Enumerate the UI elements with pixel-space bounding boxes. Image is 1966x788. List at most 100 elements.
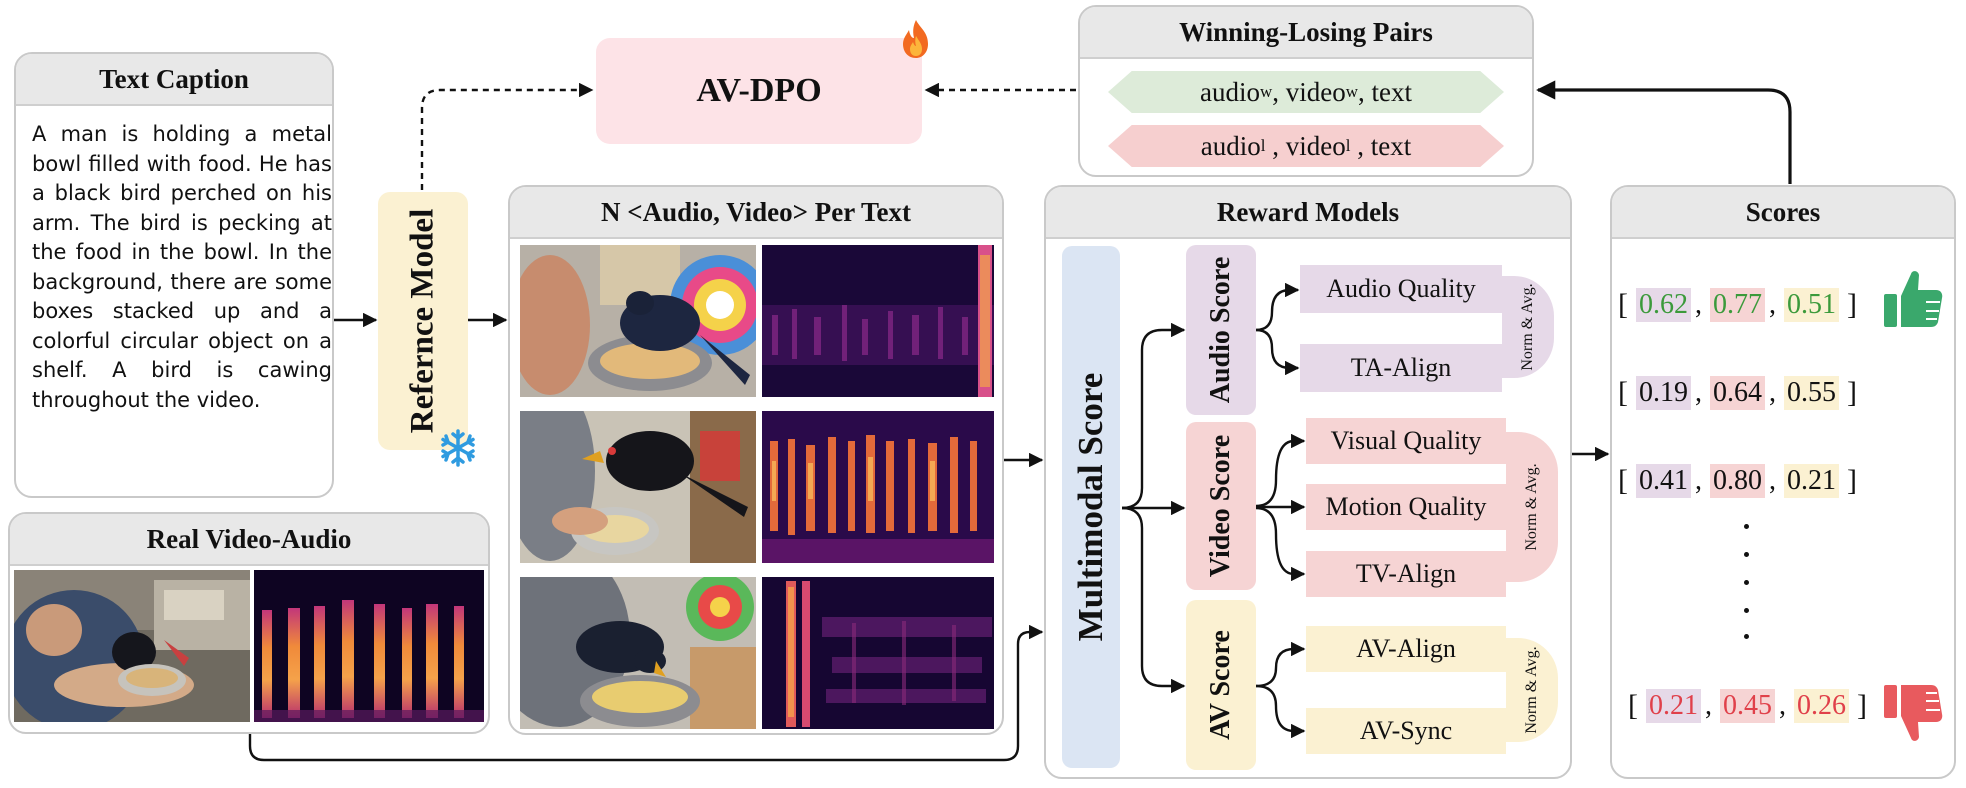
generated-video-frame-1 [520,245,756,397]
text-caption-title: Text Caption [16,54,332,106]
score-video: 0.45 [1720,689,1775,723]
samples-panel: N <Audio, Video> Per Text [508,185,1004,735]
winning-video: video [1285,76,1346,107]
separator: , [1705,690,1712,721]
arrow-mm-to-av [1121,506,1186,694]
losing-video: video [1285,130,1346,161]
open-bracket: [ [1628,689,1638,722]
metric-ta-align: TA-Align [1300,344,1502,392]
pairs-title: Winning-Losing Pairs [1080,7,1532,59]
separator: , [1769,289,1776,320]
reward-models-title: Reward Models [1046,187,1570,239]
score-av: 0.51 [1784,288,1839,322]
close-bracket: ] [1847,464,1857,497]
score-av: 0.21 [1784,464,1839,498]
arrow-av-to-align [1255,641,1306,688]
reference-model-box: Refernce Model [378,192,468,450]
metric-audio-quality: Audio Quality [1300,265,1502,313]
real-video-frame [14,570,250,722]
generated-video-frame-2 [520,411,756,563]
caption-body: A man is holding a metal bowl filled wit… [32,122,332,412]
close-bracket: ] [1847,376,1857,409]
video-norm-bracket: Norm & Avg. [1506,432,1558,582]
score-av: 0.26 [1794,689,1849,723]
losing-audio: audio [1200,130,1261,161]
metric-motion-quality: Motion Quality [1306,484,1506,530]
arrow-av-to-sync [1255,684,1306,739]
open-bracket: [ [1618,376,1628,409]
separator: , [1695,465,1702,496]
score-video: 0.64 [1710,376,1765,410]
score-row-1: [ 0.62 , 0.77 , 0.51 ] [1618,285,1857,325]
separator: , [1695,377,1702,408]
arrow-scores-to-pairs [1536,80,1792,184]
ellipsis-dot [1744,580,1749,585]
close-bracket: ] [1847,288,1857,321]
av-norm-bracket: Norm & Avg. [1506,638,1558,742]
score-audio: 0.19 [1636,376,1691,410]
winning-text: text [1371,76,1413,107]
generated-spectrogram-2 [762,411,994,563]
audio-score-box: Audio Score [1186,245,1256,415]
losing-video-sup: l [1345,136,1351,155]
score-video: 0.80 [1710,464,1765,498]
snowflake-icon [438,428,478,468]
score-av: 0.55 [1784,376,1839,410]
metric-tv-align: TV-Align [1306,551,1506,597]
separator: , [1695,289,1702,320]
separator: , [1769,465,1776,496]
arrow-audio-to-ta [1255,328,1300,376]
multimodal-score-box: Multimodal Score [1062,246,1120,768]
text-caption-panel: Text Caption A man is holding a metal bo… [14,52,334,498]
video-score-box: Video Score [1186,422,1256,590]
audio-norm-bracket: Norm & Avg. [1502,276,1554,378]
arrow-real-to-reward [248,624,1044,762]
close-bracket: ] [1857,689,1867,722]
generated-video-frame-3 [520,577,756,729]
generated-spectrogram-1 [762,245,994,397]
metric-visual-quality: Visual Quality [1306,418,1506,464]
av-score-box: AV Score [1186,600,1256,770]
winning-video-sup: w [1345,82,1359,101]
score-row-n: [ 0.21 , 0.45 , 0.26 ] [1628,686,1867,726]
arrow-audio-to-quality [1255,282,1300,332]
av-dpo-box: AV-DPO [596,38,922,144]
open-bracket: [ [1618,288,1628,321]
fire-icon [898,18,934,60]
ellipsis-dot [1744,552,1749,557]
score-audio: 0.41 [1636,464,1691,498]
real-video-audio-title: Real Video-Audio [10,514,488,566]
score-video: 0.77 [1710,288,1765,322]
winning-audio: audio [1199,76,1260,107]
ellipsis-dot [1744,524,1749,529]
separator: , [1779,690,1786,721]
thumbs-down-icon [1882,682,1944,746]
ellipsis-dot [1744,608,1749,613]
thumbs-up-icon [1882,266,1944,330]
ellipsis-dot [1744,634,1749,639]
arrow-video-to-tv [1255,506,1306,582]
scores-title: Scores [1612,187,1954,239]
losing-audio-sup: l [1260,136,1266,155]
metric-av-align: AV-Align [1306,626,1506,672]
score-row-3: [ 0.41 , 0.80 , 0.21 ] [1618,461,1857,501]
av-dpo-label: AV-DPO [696,72,822,109]
metric-av-sync: AV-Sync [1306,708,1506,754]
real-audio-spectrogram [254,570,484,722]
losing-text: text [1370,130,1412,161]
arrow-ref-to-avdpo [420,82,594,190]
separator: , [1769,377,1776,408]
winning-audio-sup: w [1259,82,1273,101]
real-video-audio-panel: Real Video-Audio [8,512,490,734]
score-row-2: [ 0.19 , 0.64 , 0.55 ] [1618,373,1857,413]
open-bracket: [ [1618,464,1628,497]
arrow-mm-to-audio [1121,322,1186,510]
arrow-video-to-visual [1255,433,1306,508]
score-audio: 0.21 [1646,689,1701,723]
score-audio: 0.62 [1636,288,1691,322]
generated-spectrogram-3 [762,577,994,729]
